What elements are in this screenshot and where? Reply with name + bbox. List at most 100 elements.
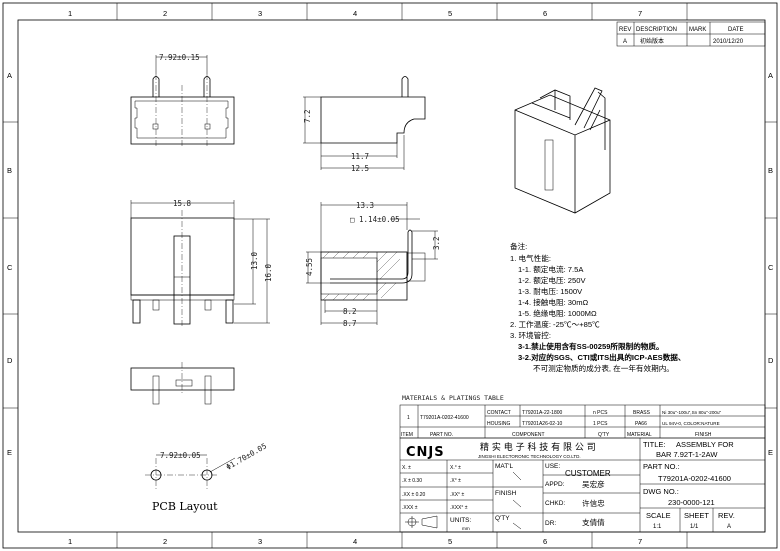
title_block-use_label: USE: — [545, 463, 560, 470]
drawing-line — [531, 89, 571, 120]
border-rows-0: A — [7, 71, 12, 80]
drawing-line — [406, 252, 426, 282]
dim-pitch: 7.92±0.15 — [159, 53, 200, 62]
drawing-line — [332, 251, 340, 259]
drawing-line — [512, 499, 522, 508]
notes-lines-5: 1-5. 绝缘电阻: 1000MΩ — [518, 308, 597, 318]
notes-lines-9: 3-2.对应的SGS、CTI或ITS出具的ICP-AES数据、 — [518, 352, 686, 362]
front-view: 7.92±0.15 — [130, 53, 235, 148]
title_block-part_no: T79201A-0202-41600 — [658, 474, 731, 483]
dimensions-depth: 13.3 — [356, 201, 374, 210]
drawing-line — [204, 375, 212, 405]
border-rows-3: D — [768, 356, 774, 365]
materials_table-rows-0-component: CONTACT — [487, 410, 511, 416]
notes-lines-4: 1-4. 接触电阻: 30mΩ — [518, 297, 589, 307]
border-rows-2: C — [7, 263, 13, 272]
title_block-title_1: ASSEMBLY FOR — [676, 440, 734, 449]
title_block-dwg_no: 230-0000-121 — [668, 498, 715, 507]
drawing-line: X. ± X.° ± .X ± 0.30 .X° ± .XX ± 0.20 .X… — [402, 465, 470, 531]
border-rows-1: B — [7, 166, 12, 175]
materials_table-rows-0-material: BRASS — [633, 410, 651, 416]
drawing-line — [322, 251, 330, 259]
title_block-appd_label: APPD: — [545, 481, 565, 488]
dimensions-h_4_55: 4.55 — [305, 258, 314, 276]
dimensions-len_8_2: 8.2 — [343, 307, 357, 316]
title_block-title_label: TITLE: — [643, 440, 666, 449]
materials_table-headers-3: Q'TY — [598, 432, 610, 438]
drawing-line — [130, 367, 235, 391]
border-columns-5: 6 — [543, 537, 547, 546]
drawing-line — [209, 457, 236, 473]
revision_table-rows-0-date: 2010/12/20 — [713, 39, 744, 45]
drawing-line — [320, 251, 408, 301]
materials_table-item: 1 — [407, 415, 410, 421]
materials_table-rows-1-qty: 1 PCS — [593, 421, 608, 427]
notes-lines-3: 1-3. 耐电压: 1500V — [518, 286, 583, 296]
drawing-line — [17, 19, 766, 533]
title_block-units_label: UNITS: — [450, 517, 472, 524]
drawing-line — [421, 515, 438, 529]
company-logo: CNJS — [406, 445, 445, 460]
title_block-tolerances-1: X.° ± — [450, 465, 461, 471]
revision_table-headers-1: DESCRIPTION — [636, 27, 677, 33]
dimensions-len_11_7: 11.7 — [351, 152, 369, 161]
title_block-scale: 1:1 — [653, 524, 662, 530]
drawing-line — [512, 522, 522, 530]
border-columns-4: 5 — [448, 9, 452, 18]
border-rows-3: D — [7, 356, 13, 365]
drawing-line — [512, 471, 522, 481]
title_block-chkd_label: CHKD: — [545, 500, 565, 507]
notes-lines-8: 3-1.禁止使用含有SS-00259所限制的物质。 — [518, 341, 664, 351]
border-columns-5: 6 — [543, 9, 547, 18]
border-columns-1: 2 — [163, 537, 167, 546]
dimensions-len_8_7: 8.7 — [343, 319, 357, 328]
drawing-line — [320, 96, 426, 144]
title_block-dr: 支倩倩 — [582, 517, 605, 527]
dimensions-len_12_5: 12.5 — [351, 164, 369, 173]
title_block-tolerances-0: X. ± — [402, 465, 411, 471]
revision_table-rows-0-rev: A — [623, 39, 627, 45]
drawing-line — [332, 293, 340, 301]
drawing-line — [130, 96, 235, 145]
notes: 备注: 1. 电气性能: 1-1. 额定电流: 7.5A 1-2. 额定电压: … — [510, 241, 686, 373]
border-rows-4: E — [7, 448, 12, 457]
title-block: CNJS 精 实 电 子 科 技 有 限 公 司 JINGSHI ELECTOR… — [399, 437, 766, 533]
border-columns-6: 7 — [638, 537, 642, 546]
revision_table-headers-0: REV — [619, 27, 631, 33]
title_block-part_no_label: PART NO.: — [643, 462, 680, 471]
revision-table: REV DESCRIPTION MARK DATE A 初始版本 2010/12… — [616, 21, 766, 47]
notes-lines-6: 2. 工作温度: -25℃～+85℃ — [510, 319, 600, 329]
drawing-line — [130, 294, 235, 301]
title_block-matl_label: MAT'L — [495, 463, 513, 470]
notes-lines-2: 1-2. 额定电压: 250V — [518, 275, 586, 285]
drawing-line — [376, 251, 388, 263]
title_block-dr_label: DR: — [545, 520, 556, 527]
title_block-tolerances-3: .X° ± — [450, 478, 461, 484]
drawing-line — [362, 251, 370, 259]
dimensions-h_3_2: 3.2 — [432, 236, 441, 250]
drawing-line — [225, 299, 234, 324]
drawing-line — [130, 217, 235, 296]
drawing-line — [342, 251, 350, 259]
drawing-line — [362, 293, 370, 301]
border-columns-6: 7 — [638, 9, 642, 18]
drawing-line — [379, 258, 401, 280]
drawing-line — [380, 282, 397, 299]
materials_table-headers-4: MATERIAL — [627, 432, 652, 438]
drawing-line — [322, 293, 330, 301]
drawing-line: 1 T79201A-0202-41600 CONTACT T79201A-22-… — [401, 410, 722, 438]
border-columns-2: 3 — [258, 537, 262, 546]
title_block-sheet: 1/1 — [690, 524, 699, 530]
materials_table-headers-2: COMPONENT — [512, 432, 545, 438]
drawing-line — [376, 251, 398, 273]
drawing-line — [401, 76, 409, 97]
border-rows-1: B — [768, 166, 773, 175]
drawing-line — [352, 293, 360, 301]
notes-title: 备注: — [510, 241, 527, 251]
title_block-chkd: 许信忠 — [582, 498, 605, 508]
isometric-view — [514, 87, 611, 214]
dimensions-pin_sq: □ 1.14±0.05 — [350, 215, 400, 224]
drawing-line — [204, 299, 212, 311]
